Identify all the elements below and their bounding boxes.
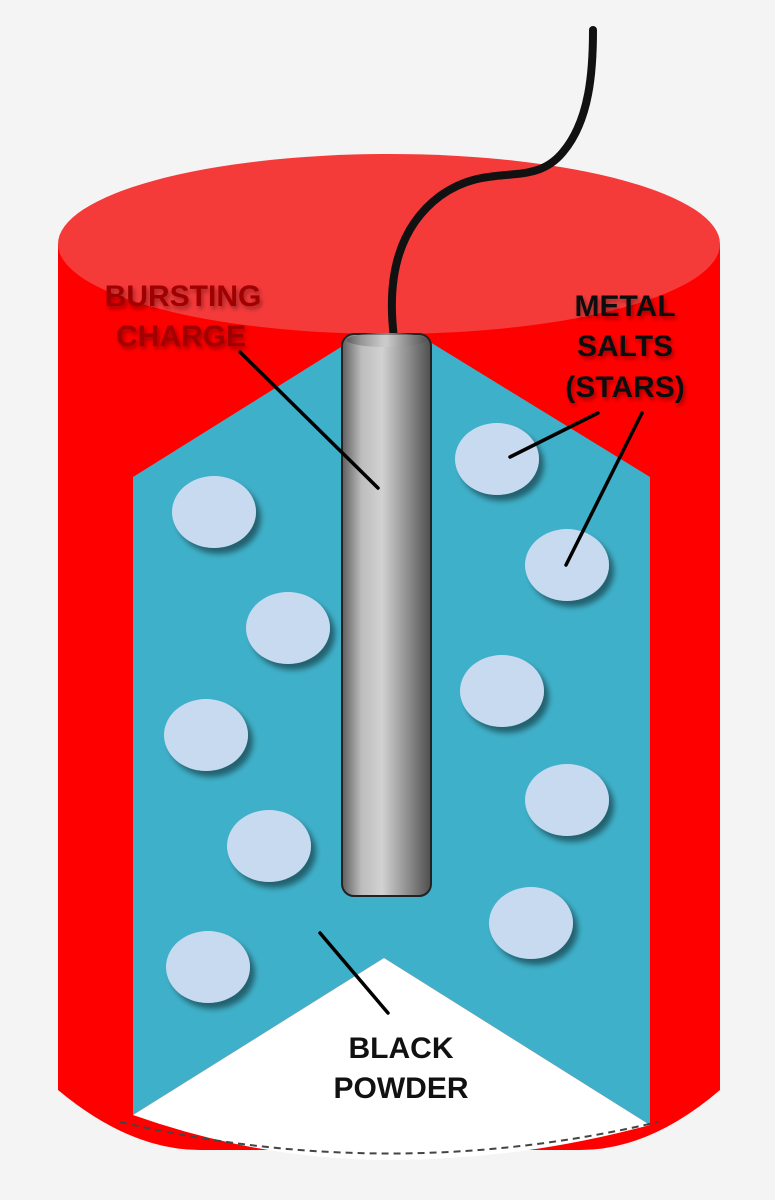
label-metal-salts-line1: METAL: [574, 290, 675, 323]
pointer-black-powder: [318, 931, 390, 1015]
star-pellet: [246, 592, 330, 664]
label-metal-salts-line2: SALTS: [577, 330, 673, 363]
star-pellet: [166, 931, 250, 1003]
pointer-bursting-charge: [238, 350, 380, 490]
star-pellet: [227, 810, 311, 882]
pointer-lines: [238, 350, 644, 1015]
label-metal-salts-line3: (STARS): [565, 371, 684, 404]
star-pellet: [172, 476, 256, 548]
label-metal-salts: METAL SALTS (STARS): [565, 290, 684, 404]
star-pellet: [455, 423, 539, 495]
fuse-icon: [387, 26, 597, 342]
label-bursting-charge-line1: BURSTING: [105, 280, 262, 313]
star-pellet: [460, 655, 544, 727]
shell-base-cutaway: [119, 958, 659, 1160]
star-pellet: [489, 887, 573, 959]
star-pellet: [164, 699, 248, 771]
label-black-powder-line2: POWDER: [334, 1072, 469, 1105]
pointer-metal-salts-1: [508, 411, 600, 459]
label-black-powder: BLACK POWDER: [334, 1032, 469, 1105]
label-bursting-charge: BURSTING CHARGE: [105, 280, 262, 353]
shell-top: [58, 154, 720, 334]
label-bursting-charge-line2: CHARGE: [116, 320, 246, 353]
star-pellets: [164, 423, 609, 1003]
bursting-charge-tube: [341, 333, 432, 897]
pointer-metal-salts-2: [564, 411, 644, 567]
label-black-powder-line1: BLACK: [349, 1032, 454, 1065]
base-outline-dashed: [119, 1121, 659, 1155]
star-pellet: [525, 764, 609, 836]
